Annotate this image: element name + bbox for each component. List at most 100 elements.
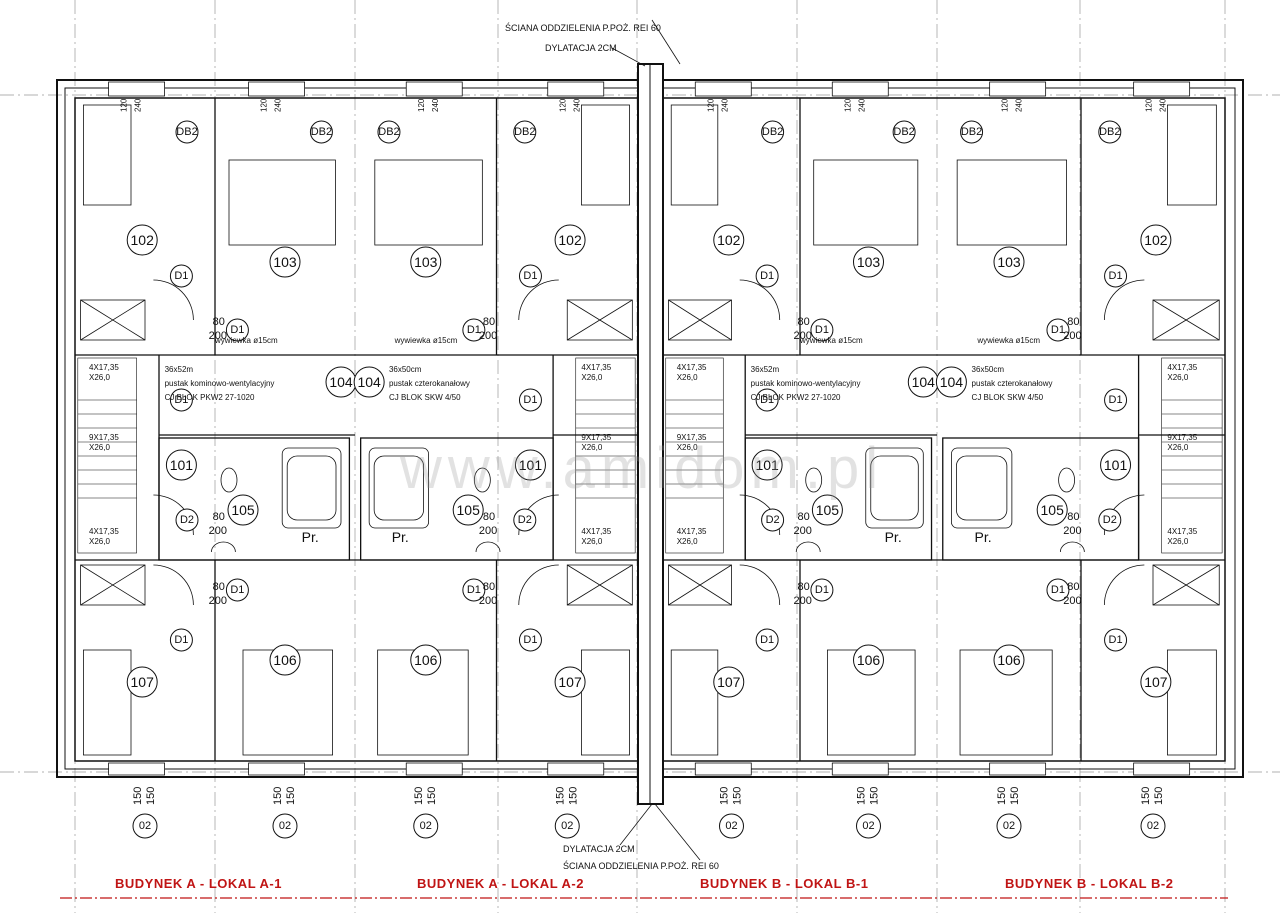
staircase <box>1161 357 1223 554</box>
stair-top-depth: X26,0 <box>677 373 698 382</box>
room-marker-r101 <box>514 449 546 481</box>
interior-walls <box>75 98 355 761</box>
door-d2: D2 <box>766 514 780 526</box>
door-marker-d1e <box>1104 628 1128 652</box>
room-marker-r107 <box>713 666 745 698</box>
stair-bot-depth: X26,0 <box>89 537 110 546</box>
window-marker-0 <box>1140 813 1166 839</box>
door-width-1: 80 <box>213 511 225 523</box>
interior-walls <box>355 98 638 761</box>
caption-a1: BUDYNEK A - LOKAL A-1 <box>115 876 282 891</box>
door-marker-d1b <box>462 318 486 342</box>
window-width-1: 150 <box>996 787 1008 805</box>
door-width-0: 80 <box>797 316 809 328</box>
window-label-0: 02 <box>1147 820 1159 832</box>
bathtub <box>951 447 1013 529</box>
window-width-1: 150 <box>413 787 425 805</box>
door-height-0: 200 <box>1063 330 1081 342</box>
room-101: 101 <box>519 457 543 473</box>
chimney-size: 36x52m <box>165 365 194 374</box>
room-marker-r106 <box>269 644 301 676</box>
room-label-pr: Pr. <box>302 529 319 545</box>
stair-mid-depth: X26,0 <box>677 443 698 452</box>
door-d1c: D1 <box>174 394 188 406</box>
door-height-2: 200 <box>1063 595 1081 607</box>
door-marker-d1a <box>518 264 542 288</box>
fire-wall-note-bottom: ŚCIANA ODDZIELENIA P.POŻ. REI 60 <box>563 860 719 871</box>
interior-walls <box>937 98 1225 761</box>
door-d1c: D1 <box>760 394 774 406</box>
toilet <box>805 467 823 493</box>
room-104: 104 <box>357 374 381 390</box>
door-width-2: 80 <box>1067 581 1079 593</box>
window-height-0: 150 <box>145 787 157 805</box>
door-db2a: DB2 <box>1099 126 1120 138</box>
door-marker-db2b <box>309 120 333 144</box>
door-d1b: D1 <box>815 324 829 336</box>
top-dim-h-1: 240 <box>857 98 866 112</box>
door-height-1: 200 <box>793 525 811 537</box>
stair-mid: 9X17,35 <box>89 433 119 442</box>
door-marker-d1d <box>810 578 834 602</box>
room-label-pr: Pr. <box>975 529 992 545</box>
door-db2b: DB2 <box>378 126 399 138</box>
closets <box>668 299 732 606</box>
top-dim-h-0: 240 <box>573 98 582 112</box>
room-marker-r102 <box>126 224 158 256</box>
door-d1d: D1 <box>230 584 244 596</box>
top-dim-w-0: 120 <box>559 98 568 112</box>
top-dim-h-1: 240 <box>1015 98 1024 112</box>
door-db2a: DB2 <box>176 126 197 138</box>
window-label-1: 02 <box>1003 820 1015 832</box>
window-width-0: 150 <box>719 787 731 805</box>
top-dim-w-1: 120 <box>1001 98 1010 112</box>
room-marker-r101 <box>751 449 783 481</box>
room-102: 102 <box>558 232 582 248</box>
door-marker-d1b <box>810 318 834 342</box>
room-104: 104 <box>940 374 964 390</box>
room-101: 101 <box>1104 457 1128 473</box>
vent-note: wywiewka ø15cm <box>394 336 458 345</box>
watermark: www.amidom.pl <box>399 436 884 501</box>
stair-mid: 9X17,35 <box>1167 433 1197 442</box>
window-label-0: 02 <box>139 820 151 832</box>
staircase <box>575 357 636 554</box>
door-d2: D2 <box>518 514 532 526</box>
window-height-1: 150 <box>285 787 297 805</box>
window-marker-1 <box>272 813 298 839</box>
door-d1e: D1 <box>1109 634 1123 646</box>
room-107: 107 <box>717 674 741 690</box>
door-d1a: D1 <box>760 270 774 282</box>
room-label-pr: Pr. <box>885 529 902 545</box>
room-marker-r105 <box>227 494 259 526</box>
room-marker-r106 <box>853 644 884 676</box>
room-107: 107 <box>131 674 155 690</box>
door-marker-d1a <box>1104 264 1128 288</box>
window-width-1: 150 <box>272 787 284 805</box>
washbasin <box>475 541 501 553</box>
top-dim-w-0: 120 <box>1145 98 1154 112</box>
door-marker-d2 <box>175 508 199 532</box>
room-marker-r105 <box>1036 494 1068 526</box>
chimney-model: CJ BLOK SKW 4/50 <box>389 393 461 402</box>
door-d2: D2 <box>1103 514 1117 526</box>
door-height-1: 200 <box>479 525 497 537</box>
stair-bot: 4X17,35 <box>89 527 119 536</box>
room-marker-r105 <box>811 494 843 526</box>
room-marker-r107 <box>126 666 158 698</box>
window-marker-0 <box>719 813 744 839</box>
room-101: 101 <box>170 457 194 473</box>
room-102: 102 <box>1144 232 1168 248</box>
chimney-model: CJ BLOK PKW2 27-1020 <box>751 393 841 402</box>
window-width-1: 150 <box>856 787 868 805</box>
door-d1a: D1 <box>523 270 537 282</box>
chimney-model: CJ BLOK SKW 4/50 <box>972 393 1044 402</box>
